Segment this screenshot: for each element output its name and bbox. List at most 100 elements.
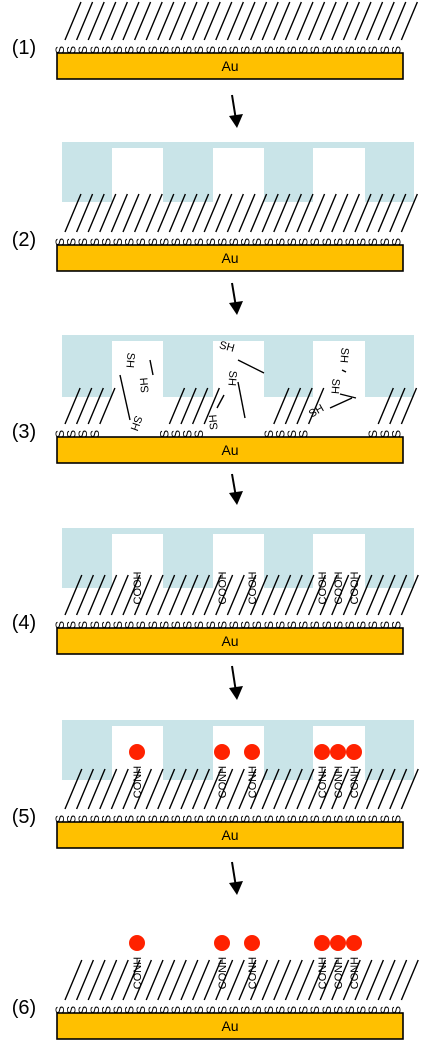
process-arrow (229, 282, 243, 315)
alkyl-chain (87, 387, 104, 425)
alkyl-chain (377, 574, 396, 616)
sulfur-atom: S (65, 238, 79, 246)
sulfur-atom: S (88, 815, 102, 823)
alkyl-chain (273, 1, 291, 41)
alkyl-chain (273, 959, 292, 1001)
sulfur-atom: S (204, 1006, 218, 1014)
sulfur-atom: S (366, 815, 380, 823)
gold-substrate (56, 436, 404, 464)
sulfur-atom: S (343, 621, 357, 629)
alkyl-chain (331, 959, 350, 1001)
sulfur-atom: S (169, 815, 183, 823)
sulfur-atom: S (134, 815, 148, 823)
alkyl-chain (273, 387, 290, 425)
alkyl-chain (307, 193, 326, 233)
alkyl-chain (180, 387, 197, 425)
amide-group: CONH (333, 766, 345, 798)
amide-group: CONH (349, 957, 361, 989)
alkyl-chain (284, 387, 302, 425)
alkyl-chain (284, 574, 303, 616)
nanoparticle (330, 744, 346, 760)
alkyl-chain (99, 1, 117, 41)
amide-group: CONH (132, 957, 144, 989)
alkyl-chain (389, 574, 408, 616)
alkyl-chain (365, 193, 384, 233)
alkyl-chain (145, 574, 164, 616)
sulfur-atom: S (181, 430, 195, 438)
alkyl-chain (284, 193, 303, 233)
alkyl-chain (215, 959, 234, 1001)
sulfur-atom: S (169, 430, 183, 438)
sulfur-atom: S (53, 430, 67, 438)
step-label: (6) (12, 997, 36, 1019)
sulfur-atom: S (99, 621, 113, 629)
mask-opening (112, 148, 163, 202)
alkyl-chain (261, 193, 279, 233)
sulfur-atom: S (320, 1006, 334, 1014)
sulfur-atom: S (297, 1006, 311, 1014)
alkyl-chain (389, 768, 408, 810)
alkyl-chain (87, 193, 105, 233)
alkyl-chain (249, 1, 268, 41)
sulfur-atom: S (157, 621, 171, 629)
alkyl-chain (319, 1, 337, 41)
alkyl-chain (133, 959, 153, 1001)
substrate-label: Au (221, 633, 238, 649)
alkyl-chain (180, 1, 198, 41)
alkyl-chain (122, 768, 141, 810)
sulfur-atom: S (389, 621, 403, 629)
sulfur-atom: S (250, 238, 264, 246)
alkyl-chain (226, 1, 245, 41)
sulfur-atom: S (146, 815, 160, 823)
alkyl-chain (203, 768, 222, 810)
thiol-chain (341, 369, 347, 373)
thiol-molecule: SH (138, 377, 151, 393)
sulfur-atom: S (88, 46, 102, 54)
sulfur-atom: S (65, 46, 79, 54)
alkyl-chain (110, 193, 129, 233)
alkyl-chain (400, 768, 419, 810)
alkyl-chain (168, 959, 187, 1001)
alkyl-chain (365, 768, 385, 810)
alkyl-chain (122, 193, 140, 233)
sulfur-atom: S (181, 238, 195, 246)
alkyl-chain (203, 387, 220, 425)
alkyl-chain (215, 1, 233, 41)
alkyl-chain (168, 1, 187, 41)
sulfur-atom: S (378, 1006, 392, 1014)
alkyl-chain (168, 768, 187, 810)
sulfur-atom: S (273, 815, 287, 823)
alkyl-chain (389, 193, 407, 233)
alkyl-chain (307, 959, 327, 1001)
sulfur-atom: S (355, 621, 369, 629)
sulfur-atom: S (192, 621, 206, 629)
mask-opening (213, 148, 264, 202)
mask-opening (112, 341, 163, 397)
sulfur-atom: S (343, 815, 357, 823)
alkyl-chain (400, 574, 419, 616)
sulfur-atom: S (65, 621, 79, 629)
sulfur-atom: S (308, 238, 322, 246)
alkyl-chain (284, 959, 303, 1001)
sulfur-atom: S (366, 1006, 380, 1014)
nanoparticle (244, 744, 260, 760)
alkyl-chain (331, 193, 349, 233)
sulfur-atom: S (297, 430, 311, 438)
alkyl-chain (191, 574, 211, 616)
sulfur-atom: S (227, 621, 241, 629)
alkyl-chain (226, 574, 245, 616)
acid-group: COOH (333, 571, 345, 604)
thiol-chain (216, 394, 225, 409)
alkyl-chain (99, 193, 117, 233)
alkyl-chain (215, 193, 233, 233)
sulfur-atom: S (331, 815, 345, 823)
substrate-label: Au (221, 250, 238, 266)
sulfur-atom: S (123, 46, 137, 54)
alkyl-chain (342, 193, 361, 233)
alkyl-chain (122, 574, 141, 616)
